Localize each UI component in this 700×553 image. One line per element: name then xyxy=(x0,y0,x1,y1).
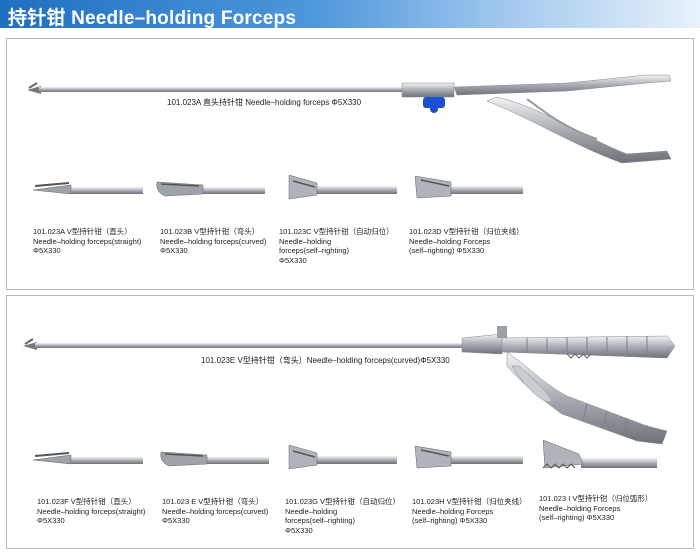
caption-line: 101.023H V型持针钳（归位夹线） xyxy=(412,497,527,506)
caption-line: (self–righting) Φ5X330 xyxy=(409,246,485,255)
product-panel-2: 101.023E V型持针钳（弯头）Needle–holding forceps… xyxy=(6,295,694,549)
caption-line: 101.023 I V型持针钳（归位弧形） xyxy=(539,494,653,503)
item-caption-101-023g: 101.023G V型持针钳（自动归位） Needle–holding forc… xyxy=(285,497,400,535)
tip-thumbnail-101-023h xyxy=(414,445,523,469)
caption-line: Φ5X330 xyxy=(162,516,190,525)
item-caption-101-023e: 101.023 E V型持针钳（弯头） Needle–holding force… xyxy=(162,497,268,526)
item-caption-101-023c: 101.023C V型持针钳（自动归位） Needle–holding forc… xyxy=(279,227,394,265)
tip-thumbnail-101-023i xyxy=(542,439,657,469)
caption-line: forceps(self–righting) xyxy=(279,246,350,255)
caption-line: Φ5X330 xyxy=(33,246,61,255)
item-caption-101-023h: 101.023H V型持针钳（归位夹线） Needle–holding Forc… xyxy=(412,497,527,526)
caption-line: 101.023G V型持针钳（自动归位） xyxy=(285,497,401,506)
caption-line: 101.023C V型持针钳（自动归位） xyxy=(279,227,394,236)
tip-thumbnail-101-023d xyxy=(414,175,523,199)
item-caption-101-023i: 101.023 I V型持针钳（归位弧形） Needle–holding For… xyxy=(539,494,652,523)
caption-line: 101.023A V型持针钳（直头） xyxy=(33,227,132,236)
caption-line: 101.023 E V型持针钳（弯头） xyxy=(162,497,264,506)
caption-line: (self–righting) Φ5X330 xyxy=(539,513,615,522)
caption-line: Φ5X330 xyxy=(160,246,188,255)
item-caption-101-023a: 101.023A V型持针钳（直头） Needle–holding forcep… xyxy=(33,227,141,256)
caption-line: Needle–holding xyxy=(279,236,332,246)
tip-thumbnail-101-023e xyxy=(160,451,269,467)
caption-line: Needle–holding Forceps xyxy=(539,503,621,513)
caption-line: 101.023B V型持针钳（弯头） xyxy=(160,227,260,236)
caption-line: 101.023D V型持针钳（归位夹线） xyxy=(409,227,524,236)
caption-line: Needle–holding Forceps xyxy=(409,236,491,246)
caption-line: Φ5X330 xyxy=(37,516,65,525)
tip-thumbnail-101-023f xyxy=(32,452,143,465)
main-caption-101-023a: 101.023A 直头持针钳 Needle–holding forceps Φ5… xyxy=(167,98,362,107)
tip-thumbnail-101-023g xyxy=(288,444,397,470)
caption-line: Φ5X330 xyxy=(279,255,307,265)
tip-thumbnail-101-023a xyxy=(32,182,143,195)
caption-line: Needle–holding forceps(straight) xyxy=(37,506,146,516)
forceps-101-023a-illustration xyxy=(27,74,672,164)
caption-line: Needle–holding forceps(curved) xyxy=(162,506,269,516)
page-title: 持针钳 Needle–holding Forceps xyxy=(8,8,297,29)
caption-line: Needle–holding xyxy=(285,506,338,516)
header-banner: 持针钳 Needle–holding Forceps xyxy=(0,0,700,29)
item-caption-101-023d: 101.023D V型持针钳（归位夹线） Needle–holding Forc… xyxy=(409,227,524,256)
caption-line: Φ5X330 xyxy=(285,525,313,535)
caption-line: 101.023F V型持针钳（直头） xyxy=(37,497,136,506)
caption-line: Needle–holding Forceps xyxy=(412,506,494,516)
tip-thumbnail-101-023b xyxy=(156,181,265,197)
caption-line: (self–righting) Φ5X330 xyxy=(412,516,488,525)
tip-thumbnail-101-023c xyxy=(288,174,397,200)
item-caption-101-023b: 101.023B V型持针钳（弯头） Needle–holding forcep… xyxy=(160,227,266,256)
item-caption-101-023f: 101.023F V型持针钳（直头） Needle–holding forcep… xyxy=(37,497,145,526)
forceps-101-023e-illustration xyxy=(23,326,676,445)
main-caption-101-023e: 101.023E V型持针钳（弯头）Needle–holding forceps… xyxy=(201,356,450,365)
caption-line: Needle–holding forceps(straight) xyxy=(33,236,142,246)
caption-line: forceps(self–righting) xyxy=(285,516,356,525)
product-panel-1: 101.023A 直头持针钳 Needle–holding forceps Φ5… xyxy=(6,38,694,290)
caption-line: Needle–holding forceps(curved) xyxy=(160,236,267,246)
